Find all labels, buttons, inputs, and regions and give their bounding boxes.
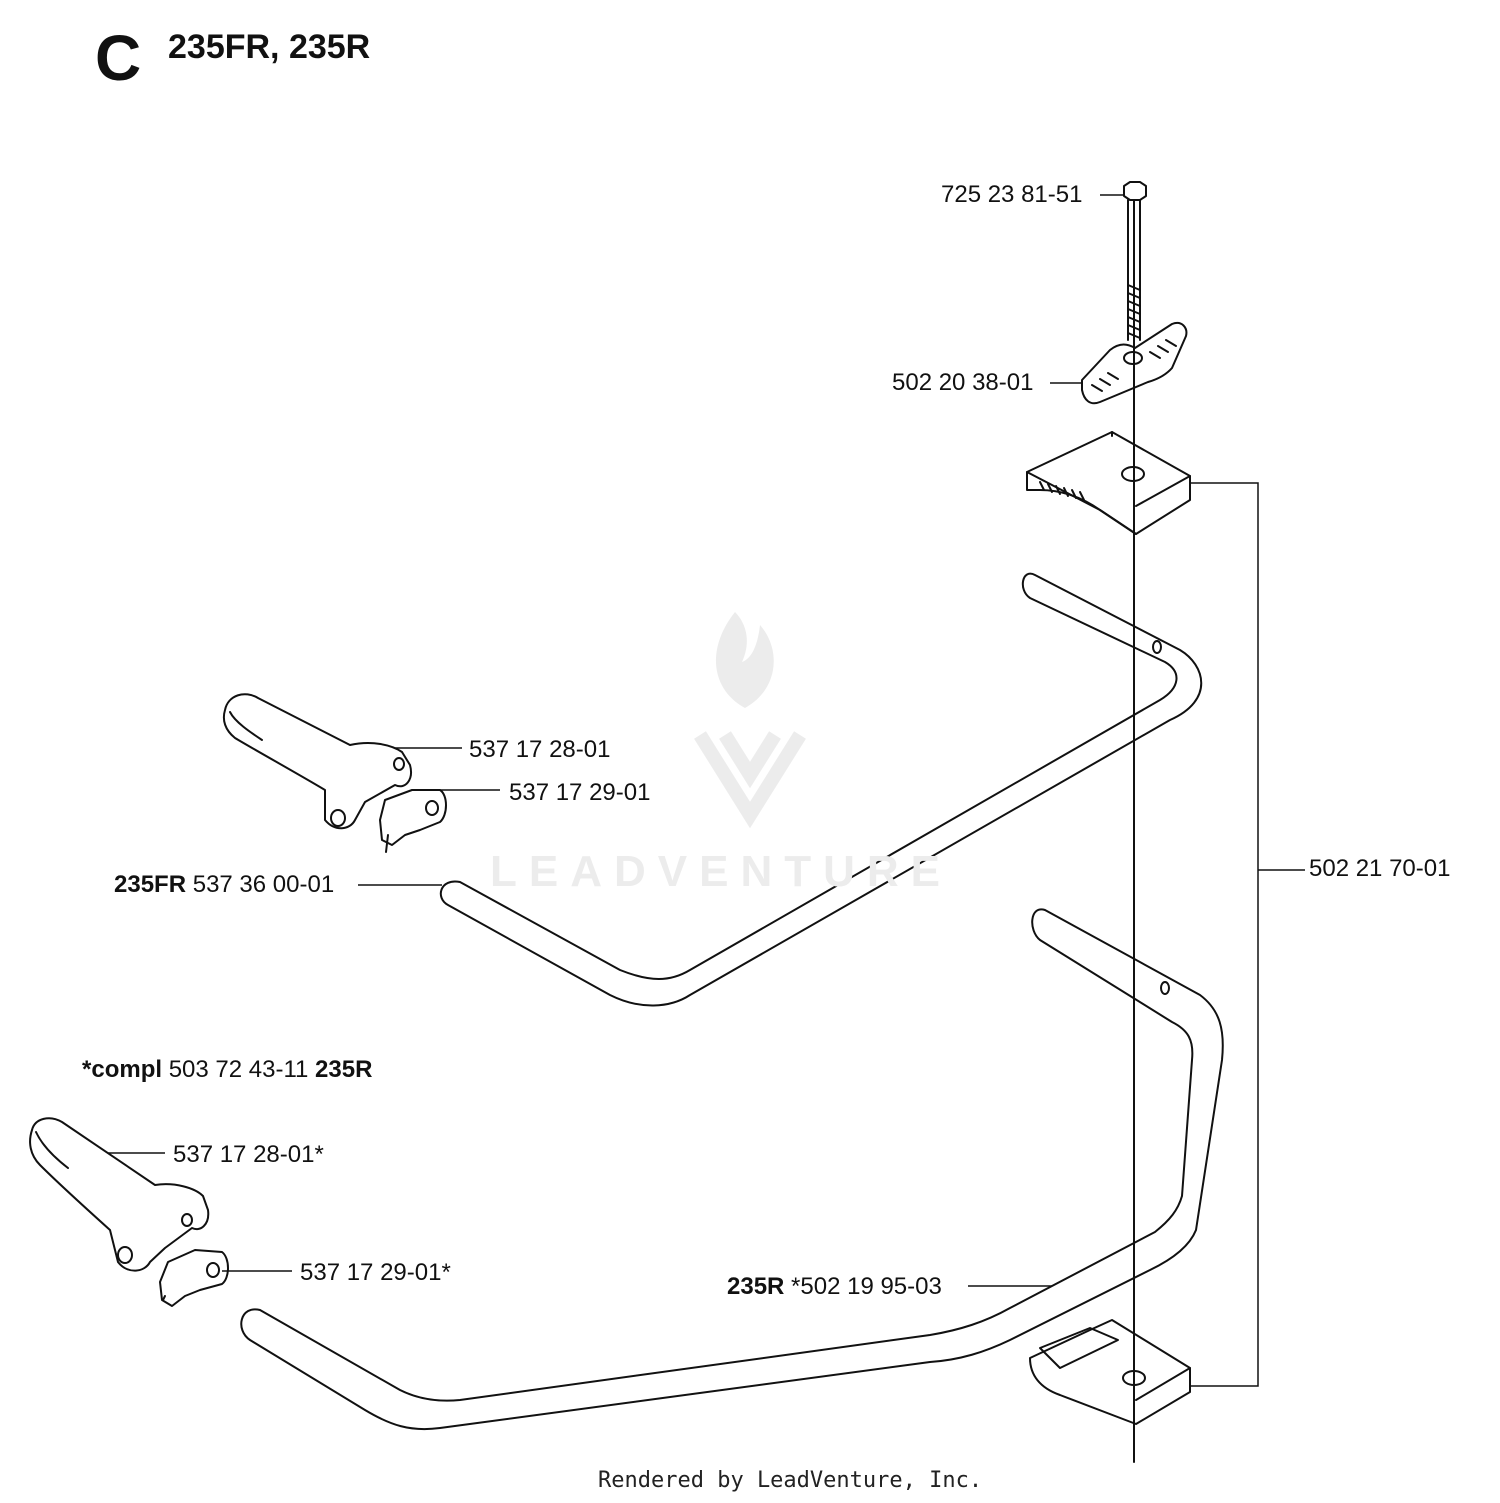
label-handle-235fr-model: 235FR — [114, 871, 187, 898]
label-compl: *compl 503 72 43-11 235R — [82, 1058, 372, 1082]
label-compl-number: 503 72 43-11 — [168, 1056, 309, 1083]
label-grip-lower: 537 17 28-01* — [173, 1141, 324, 1168]
v-logo-icon — [694, 731, 806, 829]
label-handle-235fr: 235FR 537 36 00-01 — [114, 873, 334, 897]
grip-upper-part — [222, 693, 412, 830]
handle-bar-235r — [240, 908, 1224, 1431]
handle-bar-235fr — [439, 572, 1203, 1007]
clamp-upper-part — [1026, 431, 1191, 535]
grip-clip-lower-part — [159, 1249, 229, 1307]
grip-clip-upper-part — [379, 789, 447, 853]
grip-lower-part — [29, 1117, 210, 1272]
footer-credit: Rendered by LeadVenture, Inc. — [598, 1468, 983, 1493]
label-clip-lower: 537 17 29-01* — [300, 1259, 451, 1286]
watermark-text: LEADVENTURE — [490, 847, 953, 896]
bolt-part — [1123, 181, 1147, 341]
label-handle-235fr-number: 537 36 00-01 — [192, 871, 335, 898]
flame-logo-icon — [715, 612, 774, 708]
label-knob: 502 20 38-01 — [892, 369, 1034, 396]
label-grip-upper: 537 17 28-01 — [469, 736, 611, 763]
knob-part — [1081, 322, 1188, 405]
clamp-lower-part — [1029, 1319, 1191, 1425]
label-compl-model: 235R — [315, 1056, 373, 1083]
label-handle-235r: 235R *502 19 95-03 — [727, 1275, 942, 1299]
label-bolt: 725 23 81-51 — [941, 181, 1083, 208]
label-clamp-set: 502 21 70-01 — [1309, 855, 1451, 882]
label-compl-prefix: *compl — [82, 1056, 163, 1083]
label-clip-upper: 537 17 29-01 — [509, 779, 651, 806]
label-handle-235r-model: 235R — [727, 1273, 785, 1300]
section-letter: C — [95, 22, 142, 94]
model-title: 235FR, 235R — [168, 28, 371, 66]
leader-clamp-set — [1190, 482, 1259, 1387]
label-handle-235r-number: *502 19 95-03 — [791, 1273, 942, 1300]
